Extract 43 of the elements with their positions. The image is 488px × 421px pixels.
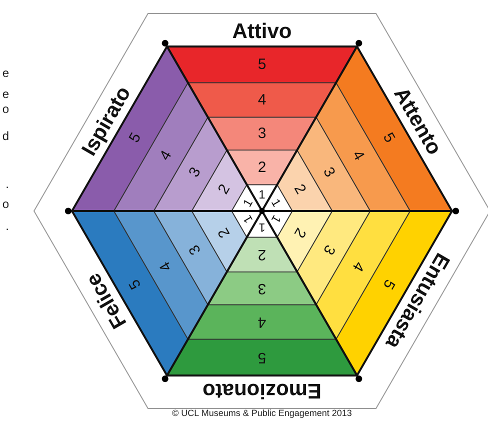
rating-number: 4 bbox=[258, 314, 266, 331]
rating-number: 5 bbox=[126, 276, 145, 292]
rating-number: 1 bbox=[268, 212, 284, 226]
rating-number: 2 bbox=[290, 181, 310, 198]
rating-number: 3 bbox=[320, 164, 338, 180]
rating-number: 2 bbox=[214, 224, 234, 241]
copyright-note: © UCL Museums & Public Engagement 2013 bbox=[172, 408, 352, 418]
rating-number: 2 bbox=[258, 158, 266, 176]
rating-band bbox=[207, 271, 317, 306]
rating-band bbox=[187, 304, 337, 340]
rating-number: 4 bbox=[258, 91, 266, 108]
rating-number: 4 bbox=[156, 258, 176, 274]
cropped-text-fragment: o bbox=[2, 102, 9, 116]
rating-number: 1 bbox=[258, 220, 266, 234]
cropped-text-fragment: e bbox=[2, 87, 9, 101]
rating-number: 4 bbox=[348, 148, 368, 164]
cropped-text-fragment: d bbox=[2, 129, 9, 143]
rating-number: 3 bbox=[320, 242, 338, 258]
rating-number: 5 bbox=[258, 56, 266, 74]
rating-band bbox=[207, 116, 317, 151]
rating-number: 1 bbox=[240, 212, 256, 226]
cropped-text-fragment: o bbox=[2, 197, 9, 211]
rating-number: 5 bbox=[126, 130, 145, 146]
cropped-text-fragment: e bbox=[2, 66, 9, 80]
rating-number: 1 bbox=[240, 196, 256, 210]
rating-number: 5 bbox=[379, 130, 398, 146]
rating-number: 1 bbox=[258, 188, 266, 202]
sector-title: Emozionato bbox=[202, 379, 322, 402]
rating-number: 3 bbox=[186, 164, 204, 180]
rating-number: 4 bbox=[348, 258, 368, 274]
rating-band bbox=[187, 82, 337, 118]
rating-number: 2 bbox=[290, 224, 310, 241]
rating-number: 3 bbox=[258, 125, 266, 142]
rating-number: 2 bbox=[258, 246, 266, 264]
sector-title: Attivo bbox=[232, 20, 292, 43]
rating-number: 2 bbox=[214, 181, 234, 198]
rating-number: 3 bbox=[258, 280, 266, 297]
cropped-text-fragment: . bbox=[6, 177, 9, 191]
rating-number: 4 bbox=[156, 148, 176, 164]
rating-number: 5 bbox=[258, 348, 266, 366]
rating-number: 1 bbox=[268, 196, 284, 210]
cropped-text-fragment: . bbox=[6, 219, 9, 233]
rating-number: 3 bbox=[186, 242, 204, 258]
